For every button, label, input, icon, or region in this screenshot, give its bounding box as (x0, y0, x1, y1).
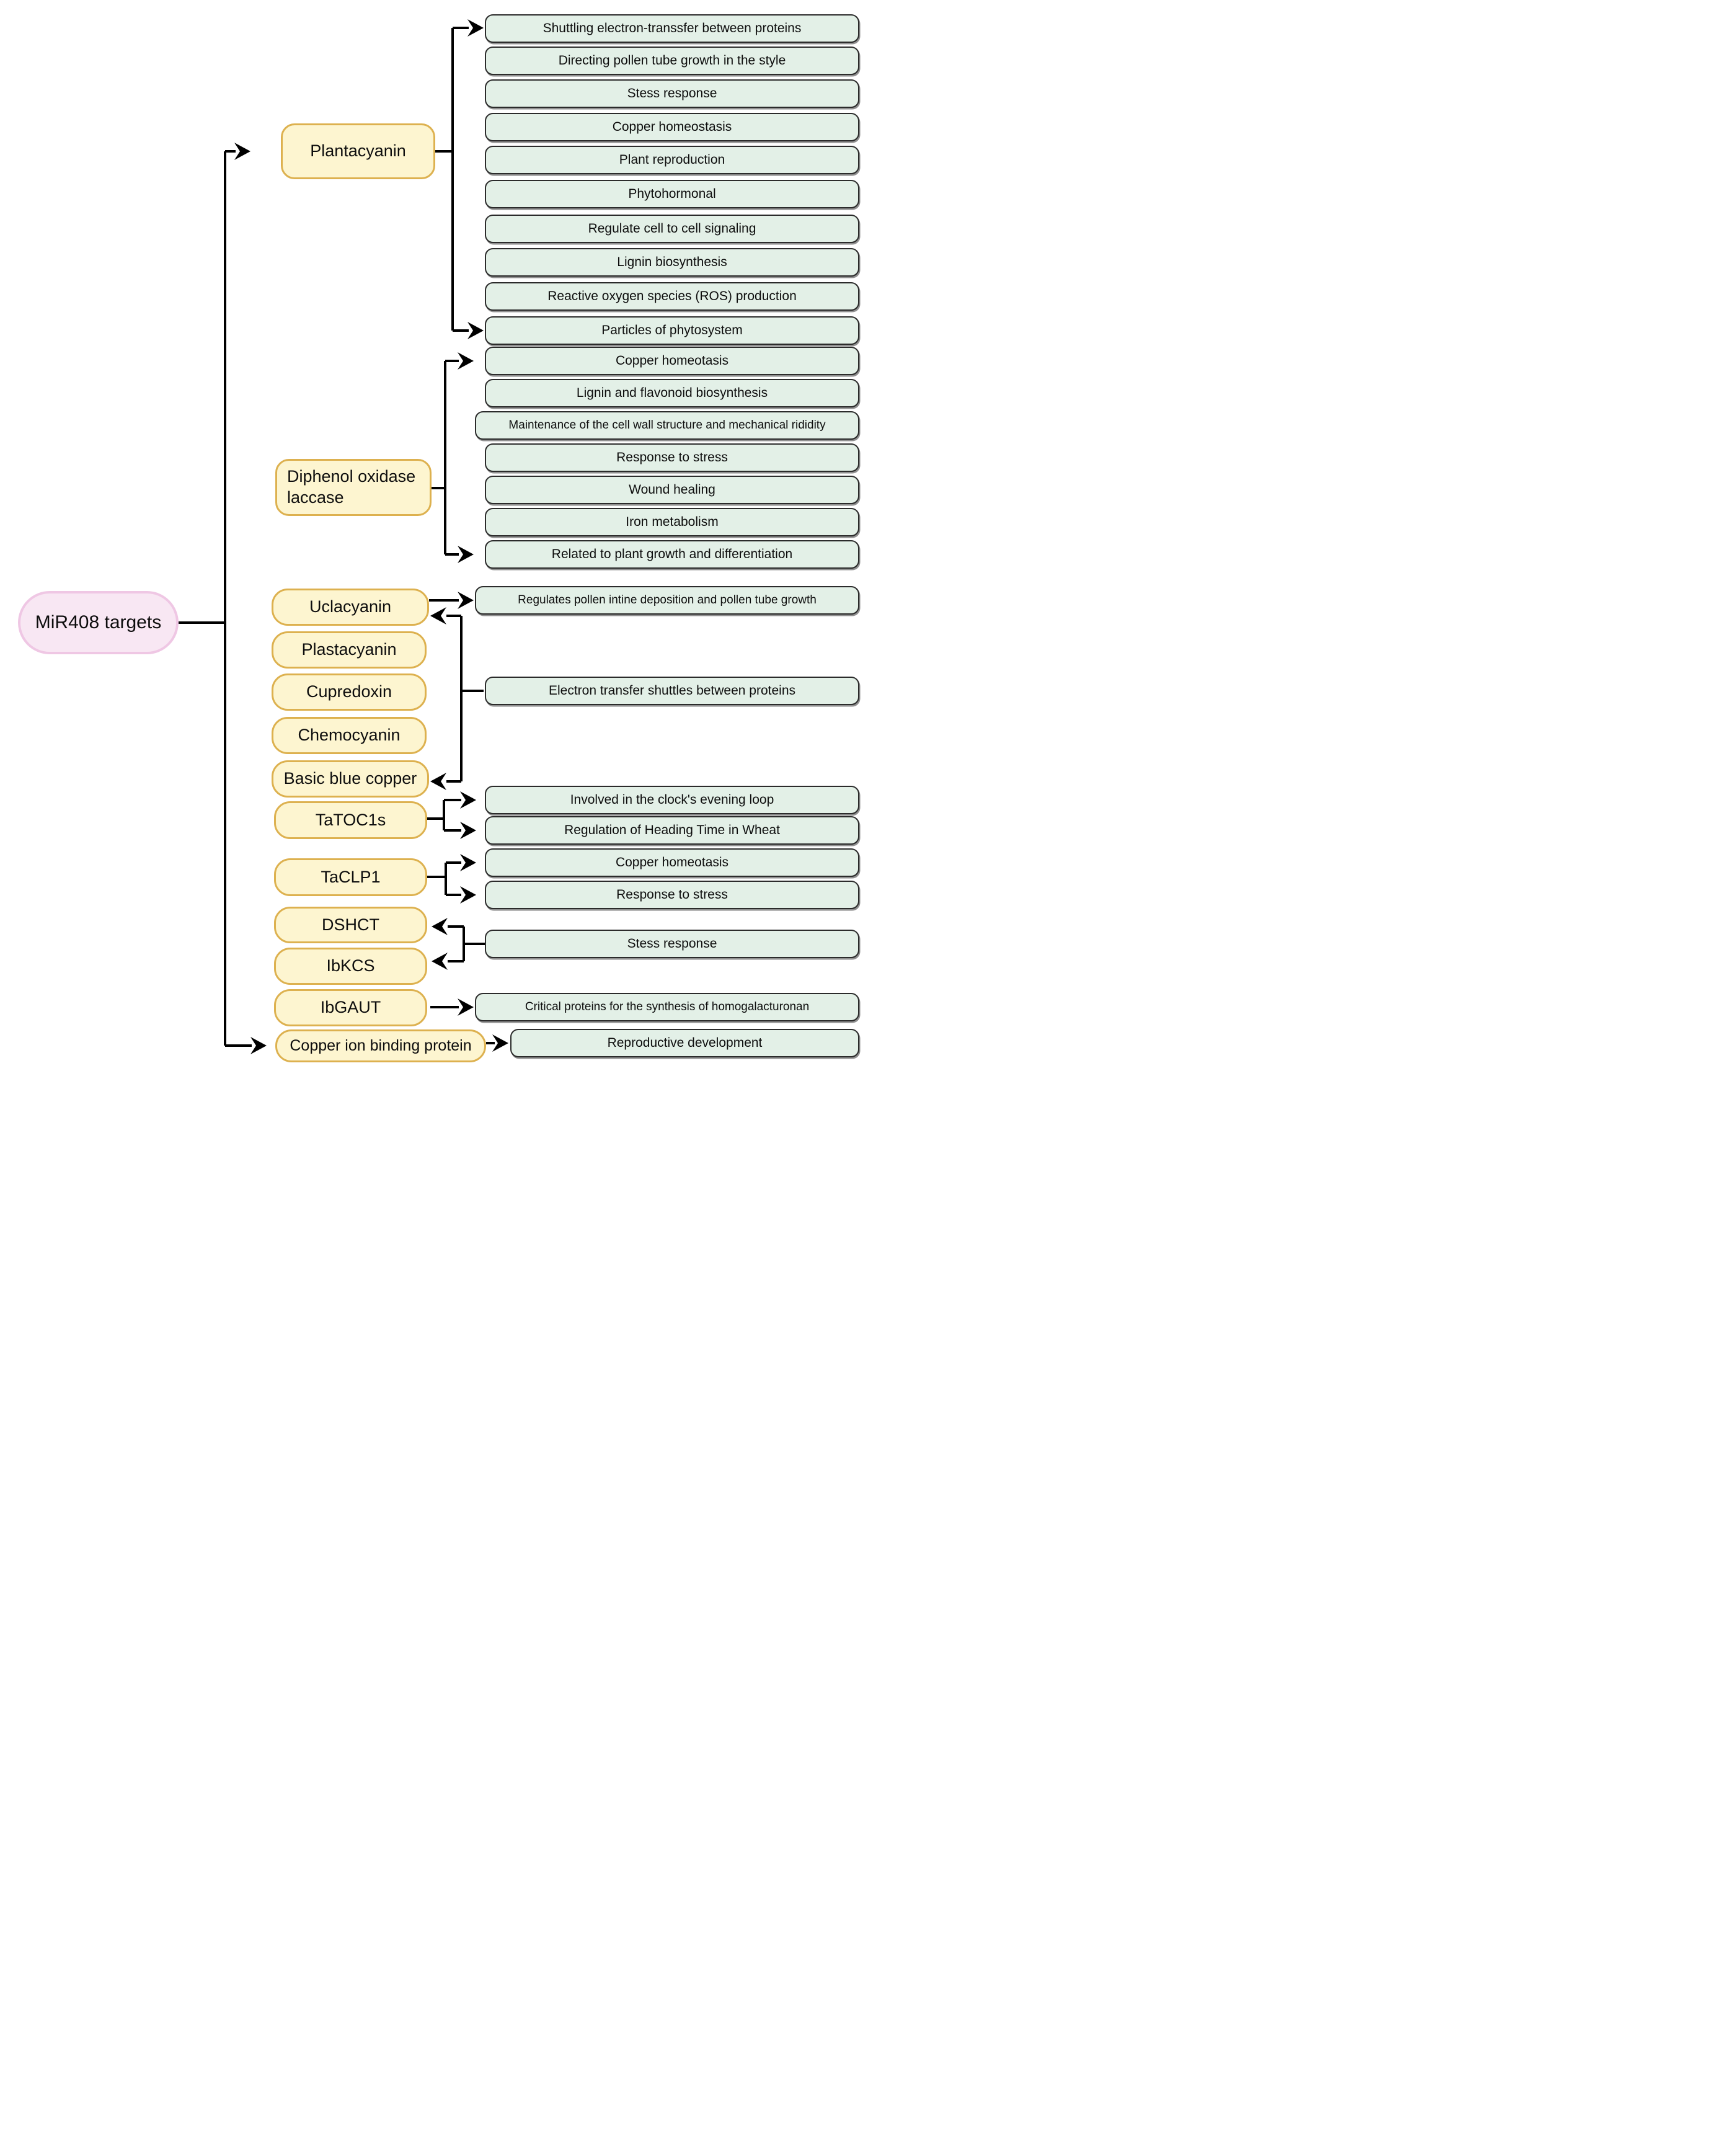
function-box: Shuttling electron-transsfer between pro… (485, 14, 859, 43)
arrow-into-basic-blue (430, 773, 446, 790)
function-box: Phytohormonal (485, 180, 859, 208)
function-box: Stess response (485, 79, 859, 108)
arrow-into-uclacyanin (430, 607, 446, 625)
function-box: Iron metabolism (485, 508, 859, 536)
target-node-ibgaut: IbGAUT (274, 989, 427, 1026)
root-node-mir408-targets: MiR408 targets (18, 591, 179, 654)
arrow-plantacyanin-top (467, 19, 484, 37)
function-box: Stess response (485, 930, 859, 958)
arrow-into-ibkcs (432, 953, 448, 970)
target-node-plastacyanin: Plastacyanin (272, 631, 427, 669)
connector-lines (179, 19, 508, 1054)
arrow-diphenol-top (458, 352, 474, 370)
function-box: Regulate cell to cell signaling (485, 215, 859, 243)
function-box: Regulates pollen intine deposition and p… (475, 586, 859, 615)
function-box: Electron transfer shuttles between prote… (485, 677, 859, 705)
target-node-ibkcs: IbKCS (274, 948, 427, 985)
function-box: Maintenance of the cell wall structure a… (475, 411, 859, 440)
function-box: Directing pollen tube growth in the styl… (485, 47, 859, 75)
arrow-into-dshct (432, 918, 448, 935)
function-box: Related to plant growth and differentiat… (485, 540, 859, 569)
function-box: Response to stress (485, 443, 859, 472)
target-node-tatoc1s: TaTOC1s (274, 801, 427, 839)
function-box: Lignin biosynthesis (485, 248, 859, 277)
function-box: Reproductive development (510, 1029, 859, 1057)
arrow-uclacyanin-out (458, 592, 474, 609)
target-node-dshct: DSHCT (274, 907, 427, 943)
function-box: Lignin and flavonoid biosynthesis (485, 379, 859, 407)
target-node-copper-ion-binding-protein: Copper ion binding protein (275, 1029, 486, 1062)
function-box: Regulation of Heading Time in Wheat (485, 816, 859, 845)
function-box: Involved in the clock's evening loop (485, 786, 859, 814)
arrow-diphenol-bottom (458, 546, 474, 563)
function-box: Response to stress (485, 881, 859, 909)
function-box: Particles of phytosystem (485, 316, 859, 345)
function-box: Copper homeostasis (485, 113, 859, 141)
function-box: Plant reproduction (485, 146, 859, 174)
target-node-uclacyanin: Uclacyanin (272, 589, 429, 626)
target-node-cupredoxin: Cupredoxin (272, 673, 427, 711)
mir408-targets-diagram: MiR408 targets Plantacyanin Diphenol oxi… (0, 0, 868, 1074)
target-node-taclp1: TaCLP1 (274, 858, 427, 896)
function-box: Copper homeotasis (485, 848, 859, 877)
function-box: Copper homeotasis (485, 347, 859, 375)
target-node-basic-blue-copper: Basic blue copper (272, 760, 429, 798)
arrow-plantacyanin-bottom (467, 322, 484, 339)
arrow-to-plantacyanin (234, 143, 250, 160)
function-box: Reactive oxygen species (ROS) production (485, 282, 859, 311)
function-box: Critical proteins for the synthesis of h… (475, 993, 859, 1021)
function-box: Wound healing (485, 476, 859, 504)
arrow-to-copper-ion (250, 1037, 267, 1054)
target-node-chemocyanin: Chemocyanin (272, 717, 427, 754)
target-node-diphenol-oxidase-laccase: Diphenol oxidase laccase (275, 459, 432, 516)
target-node-plantacyanin: Plantacyanin (281, 123, 435, 179)
